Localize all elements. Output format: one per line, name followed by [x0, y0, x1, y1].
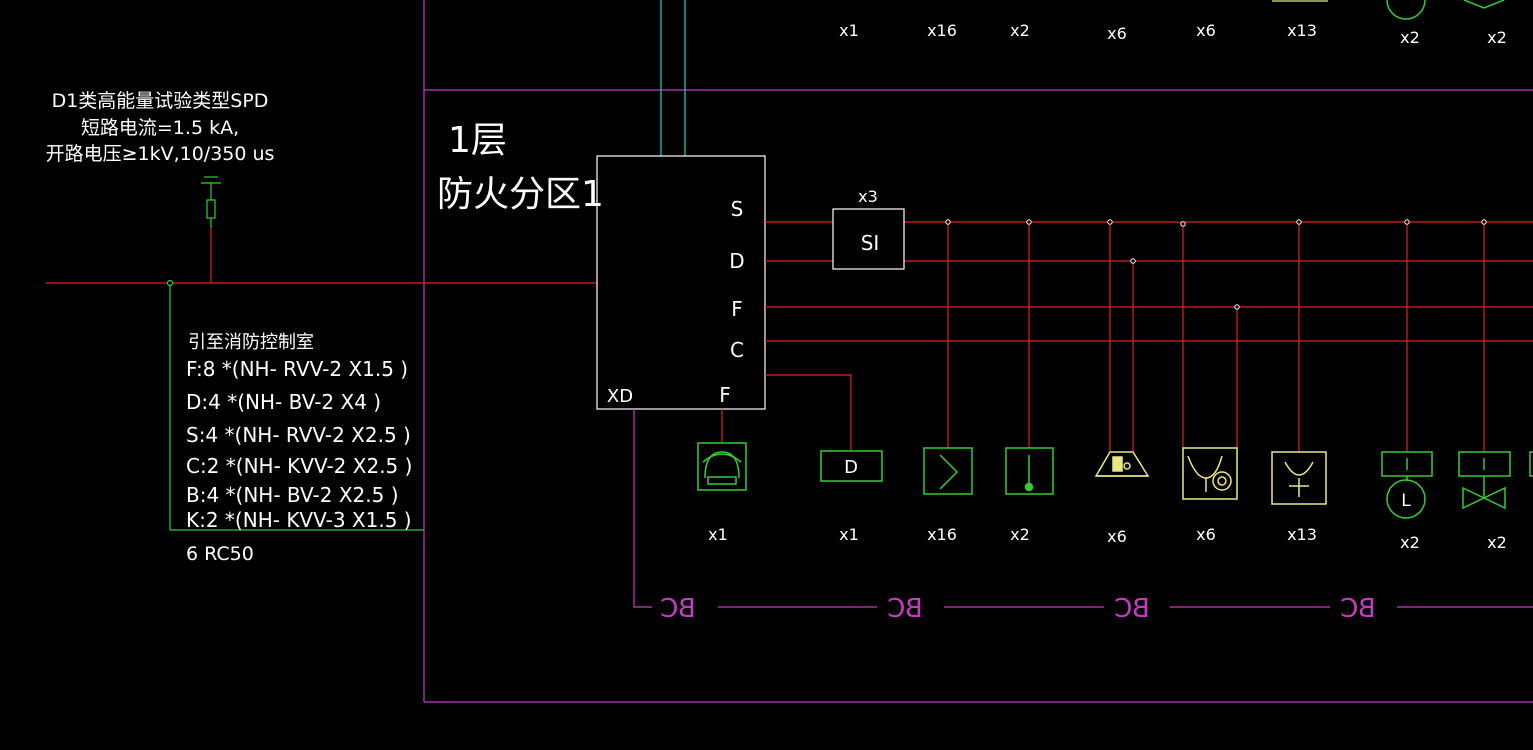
- cable-schedule: 引至消防控制室 F:8 *(NH- RVV-2 X1.5 ) D:4 *(NH-…: [186, 332, 412, 565]
- top-count-3: x2: [1010, 21, 1030, 40]
- cable-row-s: S:4 *(NH- RVV-2 X2.5 ): [186, 423, 411, 447]
- count-sounder: x6: [1107, 527, 1127, 546]
- riser-lines: [660, 0, 686, 156]
- top-count-2: x16: [927, 21, 957, 40]
- bc-label-3: BC: [1114, 594, 1150, 624]
- count-smoke: x16: [927, 525, 957, 544]
- top-l-module-icon: [1386, 0, 1426, 20]
- si-label: SI: [861, 231, 880, 255]
- devices-row: D: [697, 442, 1533, 519]
- cable-row-b: B:4 *(NH- BV-2 X2.5 ): [186, 483, 399, 507]
- zone-boundaries: [423, 0, 1533, 703]
- cable-conduit: 6 RC50: [186, 543, 254, 565]
- spd-icon: [201, 176, 221, 228]
- count-control-module: x1: [839, 525, 859, 544]
- cable-row-f: F:8 *(NH- RVV-2 X1.5 ): [186, 357, 408, 381]
- count-valve-module: x2: [1487, 533, 1507, 552]
- count-l-module: x2: [1400, 533, 1420, 552]
- control-module-d-label: D: [844, 457, 858, 478]
- floor-panel: S D F C F XD: [596, 155, 766, 410]
- smoke-detector-icon: [923, 447, 973, 495]
- heat-detector-icon: [1271, 451, 1327, 505]
- spd-annotation: D1类高能量试验类型SPD 短路电流=1.5 kA, 开路电压≥1kV,10/3…: [46, 90, 275, 165]
- bc-label-2: BC: [887, 594, 923, 624]
- fire-zone-name: 防火分区1: [437, 174, 604, 215]
- sounder-beacon-icon: [1094, 451, 1150, 477]
- spd-line-2: 短路电流=1.5 kA,: [81, 117, 239, 139]
- partial-module-edge: [1529, 451, 1533, 477]
- control-module-d-icon: [820, 450, 883, 482]
- fire-telephone-icon: [697, 442, 747, 491]
- bc-label-4: BC: [1340, 594, 1376, 624]
- cable-row-d: D:4 *(NH- BV-2 X4 ): [186, 390, 381, 414]
- floor-number: 1层: [448, 120, 507, 161]
- si-isolator: x3 SI: [832, 187, 905, 270]
- bc-line-start: [633, 409, 652, 608]
- top-count-5: x6: [1196, 21, 1216, 40]
- floor-label: 1层 防火分区1: [437, 120, 604, 215]
- cable-row-k: K:2 *(NH- KVV-3 X1.5 ): [186, 508, 412, 532]
- spd-line-1: D1类高能量试验类型SPD: [52, 90, 269, 112]
- count-call-point: x2: [1010, 525, 1030, 544]
- bc-label-1: BC: [660, 594, 696, 624]
- top-count-7: x2: [1400, 28, 1420, 47]
- top-valve-icon: [1463, 0, 1505, 9]
- input-module-valve-icon: [1458, 451, 1511, 510]
- input-module-l-label: L: [1401, 491, 1411, 511]
- cable-route: [166, 279, 424, 531]
- top-count-1: x1: [839, 21, 859, 40]
- panel-box: [596, 155, 766, 410]
- panel-port-d: D: [729, 249, 744, 273]
- count-telephone: x1: [708, 525, 728, 544]
- bus-f2-to-module: [765, 374, 852, 451]
- device-counts: x1 x1 x16 x2 x6 x6 x13 x2 x2: [708, 525, 1507, 552]
- panel-xd-label: XD: [607, 386, 633, 407]
- top-count-8: x2: [1487, 28, 1507, 47]
- junction-dots: [945, 219, 1487, 310]
- manual-call-point-icon: [1005, 447, 1054, 495]
- top-partial-symbols: [1272, 0, 1505, 20]
- main-bus: [46, 228, 597, 284]
- bc-circuit: BC BC BC BC: [633, 409, 1533, 624]
- top-count-4: x6: [1107, 24, 1127, 43]
- panel-port-f2: F: [719, 383, 731, 407]
- cable-title: 引至消防控制室: [188, 332, 314, 353]
- count-hydrant: x6: [1196, 525, 1216, 544]
- si-count: x3: [858, 187, 878, 206]
- panel-buses: [721, 221, 1533, 452]
- panel-port-c: C: [730, 338, 744, 362]
- hydrant-button-icon: [1182, 447, 1238, 500]
- si-box: [832, 208, 905, 270]
- panel-port-f: F: [731, 297, 743, 321]
- cable-row-c: C:2 *(NH- KVV-2 X2.5 ): [186, 454, 412, 478]
- spd-line-3: 开路电压≥1kV,10/350 us: [46, 143, 275, 165]
- count-heat: x13: [1287, 525, 1317, 544]
- top-count-6: x13: [1287, 21, 1317, 40]
- panel-port-s: S: [731, 197, 744, 221]
- input-module-l-icon: [1381, 451, 1433, 519]
- top-counts: x1 x16 x2 x6 x6 x13 x2 x2: [839, 21, 1507, 47]
